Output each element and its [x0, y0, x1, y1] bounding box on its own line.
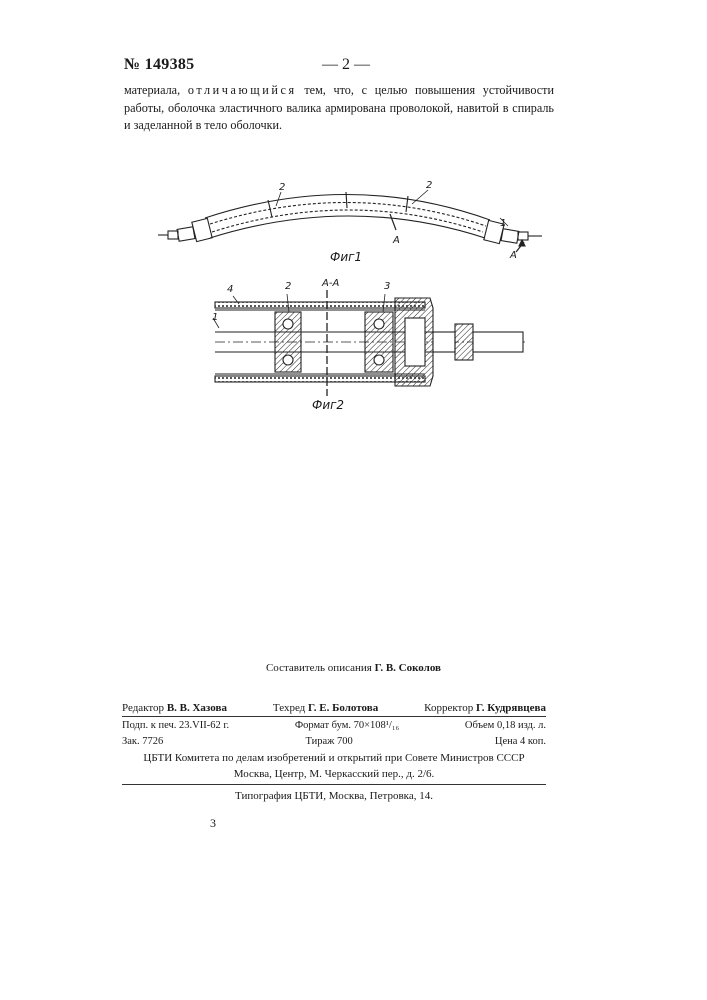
fig2-callout-2: 2	[285, 281, 291, 292]
fig1-callout-1: 1	[500, 218, 506, 229]
fig1-callout-section-a: A	[393, 235, 400, 246]
imprint-block: Подп. к печ. 23.VII-62 г. Формат бум. 70…	[122, 718, 546, 749]
fig2-callout-3: 3	[384, 281, 390, 292]
sheet-number: 3	[210, 816, 216, 831]
corrector-credit: Корректор Г. Кудрявцева	[424, 700, 546, 716]
divider	[122, 784, 546, 785]
claim-text-part1: материала,	[124, 83, 180, 97]
credits-row: Редактор В. В. Хазова Техред Г. Е. Болот…	[122, 700, 546, 716]
price: Цена 4 коп.	[495, 734, 546, 750]
printer-line: Типография ЦБТИ, Москва, Петровка, 14.	[122, 788, 546, 804]
imprint-row-1: Подп. к печ. 23.VII-62 г. Формат бум. 70…	[122, 718, 546, 734]
page-number: — 2 —	[322, 56, 370, 74]
fig2-shell-top	[215, 302, 425, 308]
claim-text-spaced-word: отличающийся	[188, 83, 297, 97]
figure-1-caption: Фиг1	[330, 250, 362, 264]
signed-date: Подп. к печ. 23.VII-62 г.	[122, 718, 229, 734]
paper-format: Формат бум. 70×108¹/₁₆	[295, 718, 399, 734]
compiler-label: Составитель описания	[266, 662, 372, 674]
fig2-callout-1: 1	[212, 312, 218, 323]
imprint-row-2: Зак. 7726 Тираж 700 Цена 4 коп.	[122, 734, 546, 750]
volume: Объем 0,18 изд. л.	[465, 718, 546, 734]
fig2-callout-4: 4	[227, 284, 233, 295]
fig1-callout-section-a-right: A	[510, 250, 517, 261]
fig1-shell-outer-bottom	[210, 216, 485, 238]
patent-number: № 149385	[124, 56, 194, 74]
tech-credit: Техред Г. Е. Болотова	[273, 700, 378, 716]
fig2-callout-section-aa: A-A	[322, 278, 339, 289]
figure-2-drawing	[205, 288, 535, 398]
figure-2-caption: Фиг2	[312, 398, 344, 412]
fig1-callout-2-left: 2	[279, 182, 285, 193]
editor-credit: Редактор В. В. Хазова	[122, 700, 227, 716]
org-line-1: ЦБТИ Комитета по делам изобретений и отк…	[122, 750, 546, 766]
order-number: Зак. 7726	[122, 734, 163, 750]
compiler-name: Г. В. Соколов	[375, 662, 441, 674]
fig1-callout-2-right: 2	[426, 180, 432, 191]
org-line-2: Москва, Центр, М. Черкасский пер., д. 2/…	[122, 766, 546, 782]
circulation: Тираж 700	[305, 734, 352, 750]
claim-text: материала, отличающийся тем, что, с цель…	[124, 82, 554, 135]
credits-block: Редактор В. В. Хазова Техред Г. Е. Болот…	[122, 700, 546, 716]
divider	[122, 716, 546, 717]
compiler-line: Составитель описания Г. В. Соколов	[0, 662, 707, 674]
fig2-shell-bottom	[215, 376, 425, 382]
fig2-shaft	[433, 332, 455, 352]
